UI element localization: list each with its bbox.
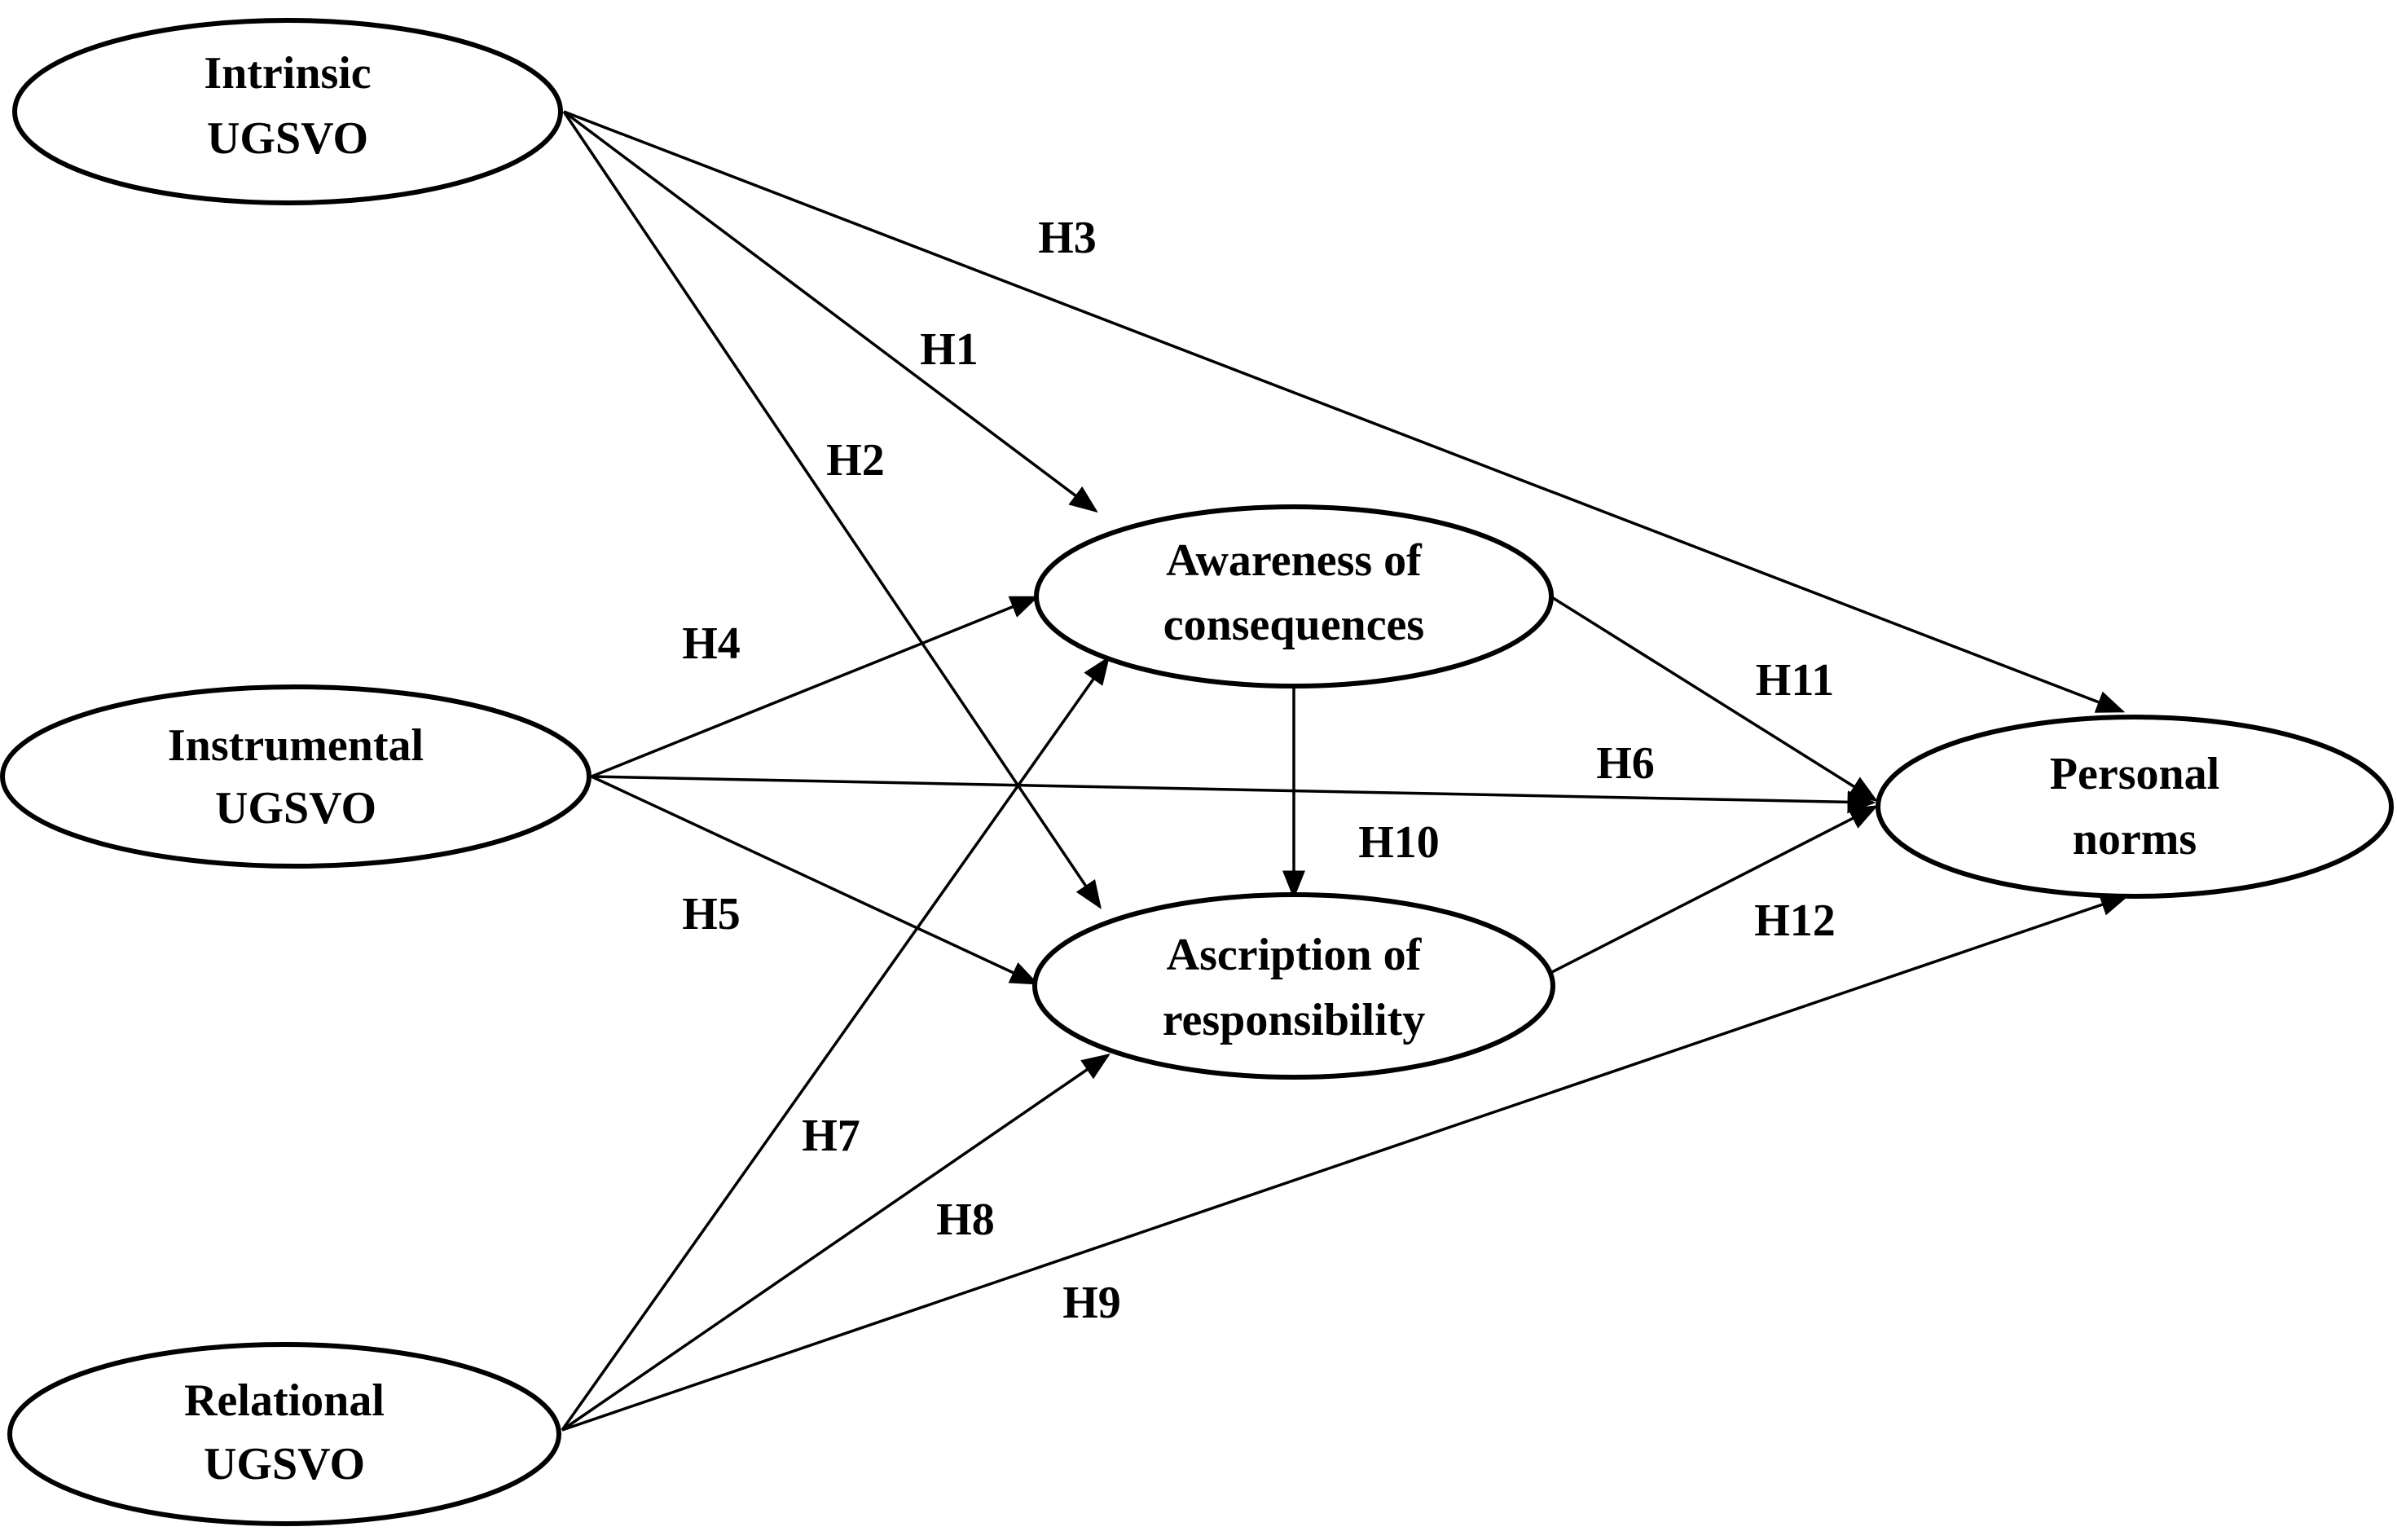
edge-label-h1: H1 <box>920 324 979 375</box>
edge-line-h2 <box>562 111 1102 909</box>
edge-label-h9: H9 <box>1062 1278 1121 1328</box>
node-shape-personal <box>1876 715 2394 899</box>
edge-line-h4 <box>591 596 1040 778</box>
edge-line-h5 <box>591 775 1040 985</box>
edge-line-h11 <box>1547 593 1878 802</box>
node-label-personal-line1: Personal <box>2050 749 2219 799</box>
edge-label-h8: H8 <box>936 1195 995 1245</box>
node-label-instrumental-line2: UGSVO <box>215 783 376 834</box>
edge-line-h7 <box>561 656 1111 1432</box>
edge-label-h12: H12 <box>1754 895 1836 946</box>
node-label-awareness-line1: Awareness of <box>1166 535 1423 586</box>
edge-label-h4: H4 <box>682 618 741 669</box>
edge-line-h8 <box>561 1054 1111 1432</box>
node-label-intrinsic-line2: UGSVO <box>207 113 368 164</box>
edge-label-h5: H5 <box>682 889 741 939</box>
edge-label-h3: H3 <box>1038 213 1097 263</box>
edge-label-h2: H2 <box>826 435 885 486</box>
node-shape-ascription <box>1032 892 1555 1080</box>
node-shape-instrumental <box>0 684 592 869</box>
node-label-awareness-line2: consequences <box>1163 600 1424 650</box>
node-label-relational-line2: UGSVO <box>204 1439 365 1489</box>
nodes: Intrinsic UGSVO Instrumental UGSVO Relat… <box>0 18 2394 1526</box>
node-ascription-of-responsibility: Ascription of responsibility <box>1032 892 1555 1080</box>
node-instrumental-ugsvo: Instrumental UGSVO <box>0 684 592 869</box>
node-intrinsic-ugsvo: Intrinsic UGSVO <box>12 18 563 205</box>
edge-line-h1 <box>562 110 1098 513</box>
node-shape-awareness <box>1034 504 1554 689</box>
edge-label-h6: H6 <box>1596 738 1655 789</box>
edge-label-h7: H7 <box>802 1111 860 1161</box>
node-label-personal-line2: norms <box>2073 814 2197 865</box>
edge-label-h11: H11 <box>1756 655 1834 706</box>
edge-line-h3 <box>563 110 2126 713</box>
edge-label-h10: H10 <box>1358 817 1440 868</box>
edge-line-h9 <box>561 893 2130 1432</box>
node-awareness-of-consequences: Awareness of consequences <box>1034 504 1554 689</box>
edge-line-h6 <box>591 775 1876 814</box>
edge-labels: H1 H2 H3 H4 H5 H6 H7 H8 H9 H10 H11 H12 <box>682 213 1836 1328</box>
node-personal-norms: Personal norms <box>1876 715 2394 899</box>
edge-line-h12 <box>1551 805 1879 974</box>
node-shape-intrinsic <box>12 18 563 205</box>
node-label-ascription-line2: responsibility <box>1163 995 1426 1045</box>
node-label-ascription-line1: Ascription of <box>1167 930 1423 980</box>
node-shape-relational <box>7 1342 561 1526</box>
edges <box>561 110 2130 1432</box>
node-label-instrumental-line1: Instrumental <box>168 720 424 771</box>
node-label-intrinsic-line1: Intrinsic <box>204 48 371 99</box>
node-relational-ugsvo: Relational UGSVO <box>7 1342 561 1526</box>
node-label-relational-line1: Relational <box>184 1375 385 1426</box>
